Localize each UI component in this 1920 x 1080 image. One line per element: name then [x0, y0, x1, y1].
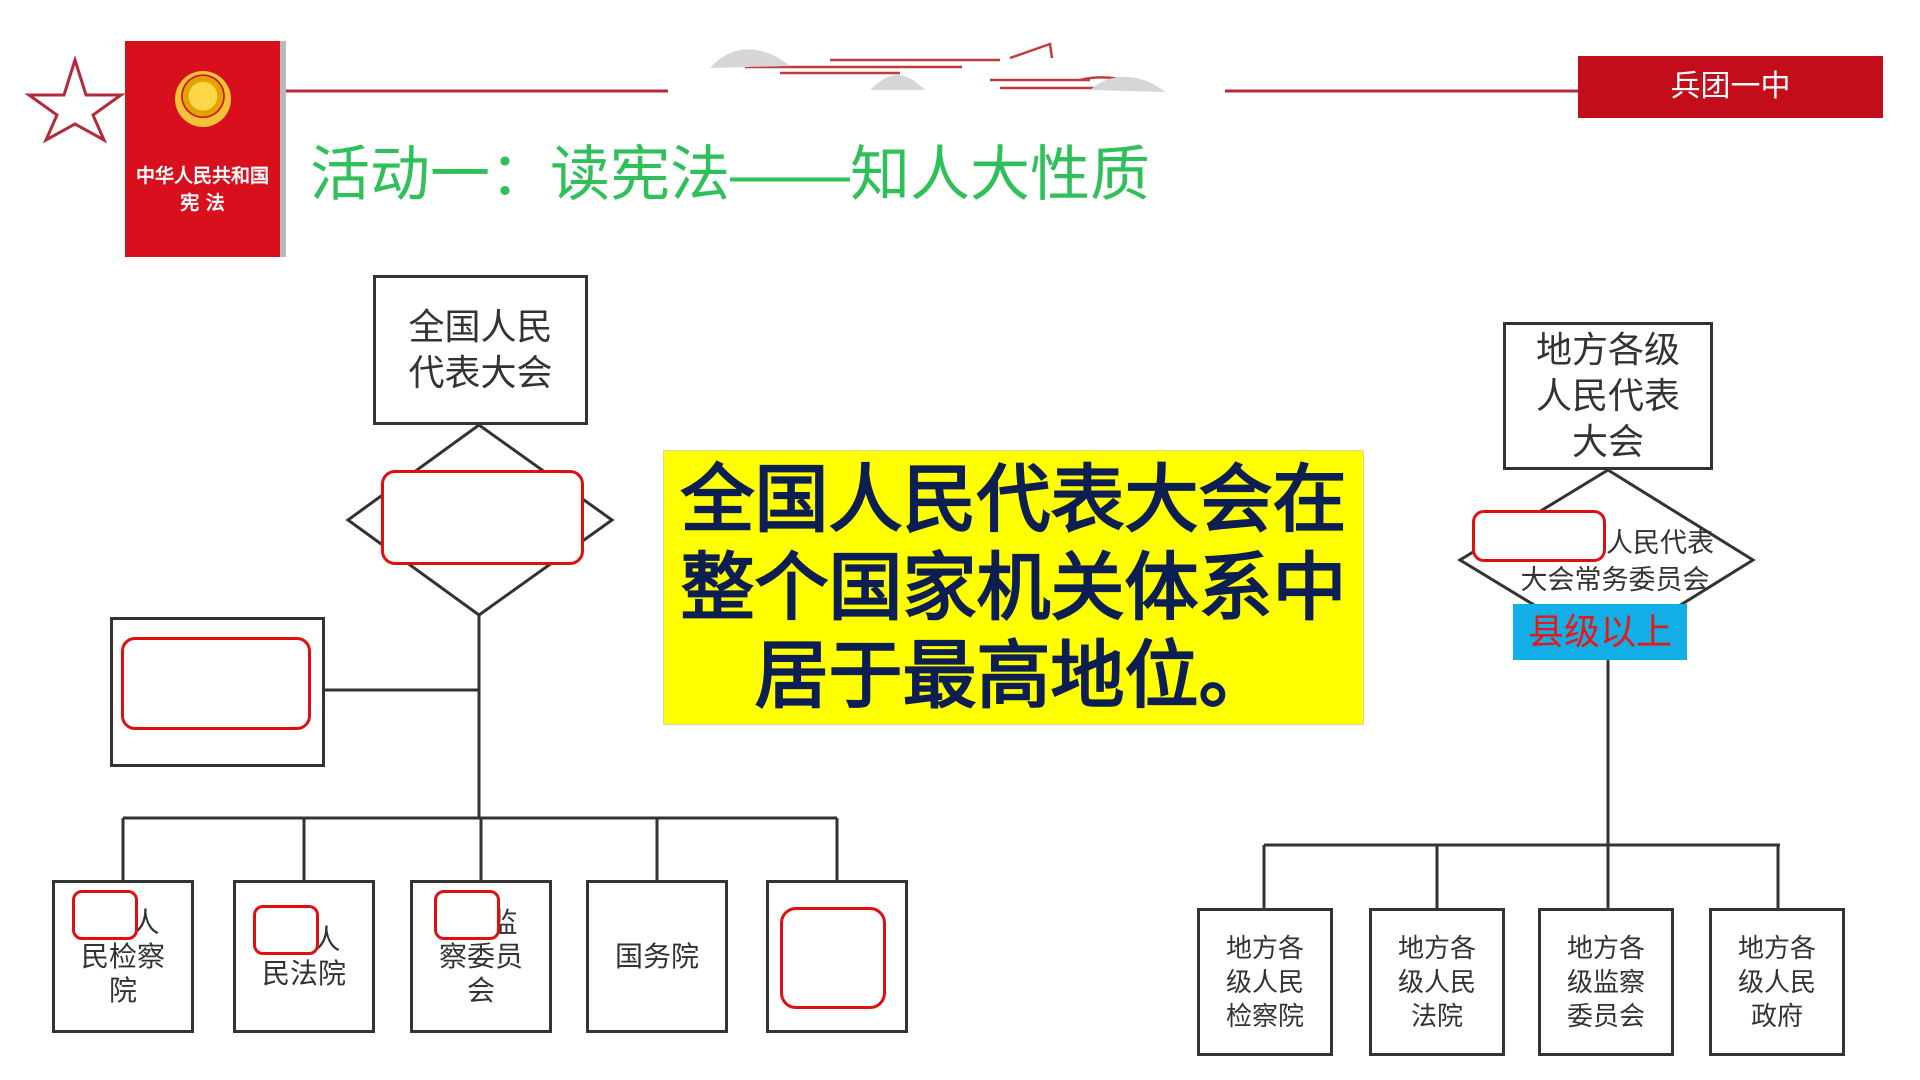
procuratorate-line-2: 民检察 — [80, 940, 165, 972]
mountain-ornament-icon — [710, 49, 1165, 92]
local-government-line-1: 地方各 — [1737, 933, 1816, 963]
branch-court-box: 人 民法院 — [233, 880, 375, 1033]
national-emblem-icon — [175, 71, 231, 127]
court-line-2: 民法院 — [261, 957, 346, 989]
diamond-blank-answer[interactable] — [381, 470, 584, 565]
local-npc-line-2: 人民代表 — [1535, 375, 1680, 416]
local-procuratorate-line-2: 级人民 — [1225, 967, 1304, 997]
local-connectors — [1262, 660, 1780, 908]
constitution-book-cover: 中华人民共和国 宪 法 — [125, 41, 280, 257]
left-branch-blank-answer[interactable] — [121, 637, 311, 730]
local-supervisory-line-3: 委员会 — [1566, 1001, 1645, 1031]
county-level-badge: 县级以上 — [1513, 604, 1687, 660]
local-supervisory-line-1: 地方各 — [1566, 933, 1645, 963]
national-connectors — [121, 615, 839, 880]
activity-title: 活动一：读宪法——知人大性质 — [310, 141, 1150, 208]
local-procuratorate-box: 地方各 级人民 检察院 — [1197, 908, 1333, 1056]
local-procuratorate-line-3: 检察院 — [1225, 1001, 1304, 1031]
local-npc-line-3: 大会 — [1571, 421, 1644, 462]
local-supervisory-box: 地方各 级监察 委员会 — [1538, 908, 1674, 1056]
supervisory-blank-answer[interactable] — [434, 890, 500, 940]
local-court-line-2: 级人民 — [1397, 967, 1476, 997]
local-court-line-1: 地方各 — [1397, 933, 1476, 963]
empty-branch-blank-answer[interactable] — [780, 907, 886, 1009]
school-name-badge: 兵团一中 — [1578, 56, 1883, 118]
book-cover-title: 中华人民共和国 宪 法 — [125, 163, 280, 216]
key-point-line-2: 整个国家机关体系中 — [680, 544, 1347, 631]
npc-top-box: 全国人民 代表大会 — [373, 275, 588, 425]
branch-state-council-box: 国务院 — [586, 880, 728, 1033]
local-court-box: 地方各 级人民 法院 — [1369, 908, 1505, 1056]
book-title-line2: 宪 法 — [180, 191, 225, 214]
key-point-line-1: 全国人民代表大会在 — [680, 456, 1347, 543]
local-supervisory-line-2: 级监察 — [1566, 967, 1645, 997]
procuratorate-line-3: 院 — [108, 974, 137, 1006]
local-court-line-3: 法院 — [1410, 1001, 1463, 1031]
local-procuratorate-line-1: 地方各 — [1225, 933, 1304, 963]
supervisory-line-3: 会 — [466, 974, 495, 1006]
key-point-line-3: 居于最高地位。 — [754, 632, 1273, 719]
supervisory-line-2: 察委员 — [438, 940, 523, 972]
local-government-line-3: 政府 — [1750, 1001, 1803, 1031]
local-diamond-label: 人民代表 大会常务委员会 — [1495, 525, 1735, 599]
local-government-box: 地方各 级人民 政府 — [1709, 908, 1845, 1056]
procuratorate-blank-answer[interactable] — [72, 890, 138, 940]
npc-line-2: 代表大会 — [408, 352, 553, 393]
cloud-ornament-icon — [745, 42, 1131, 90]
star-outline-icon — [24, 54, 126, 144]
local-diamond-line-1: 人民代表 — [1606, 528, 1714, 558]
key-point-highlight: 全国人民代表大会在 整个国家机关体系中 居于最高地位。 — [663, 450, 1364, 725]
local-npc-top-box: 地方各级 人民代表 大会 — [1503, 322, 1713, 470]
local-government-line-2: 级人民 — [1737, 967, 1816, 997]
court-blank-answer[interactable] — [253, 905, 319, 955]
book-title-line1: 中华人民共和国 — [135, 165, 269, 187]
local-diamond-blank-answer[interactable] — [1472, 510, 1606, 562]
key-point-text: 全国人民代表大会在 整个国家机关体系中 居于最高地位。 — [674, 456, 1354, 720]
local-npc-line-1: 地方各级 — [1535, 329, 1680, 370]
state-council-label: 国务院 — [614, 940, 699, 972]
npc-line-1: 全国人民 — [408, 306, 553, 347]
local-diamond-line-2: 大会常务委员会 — [1520, 565, 1710, 595]
